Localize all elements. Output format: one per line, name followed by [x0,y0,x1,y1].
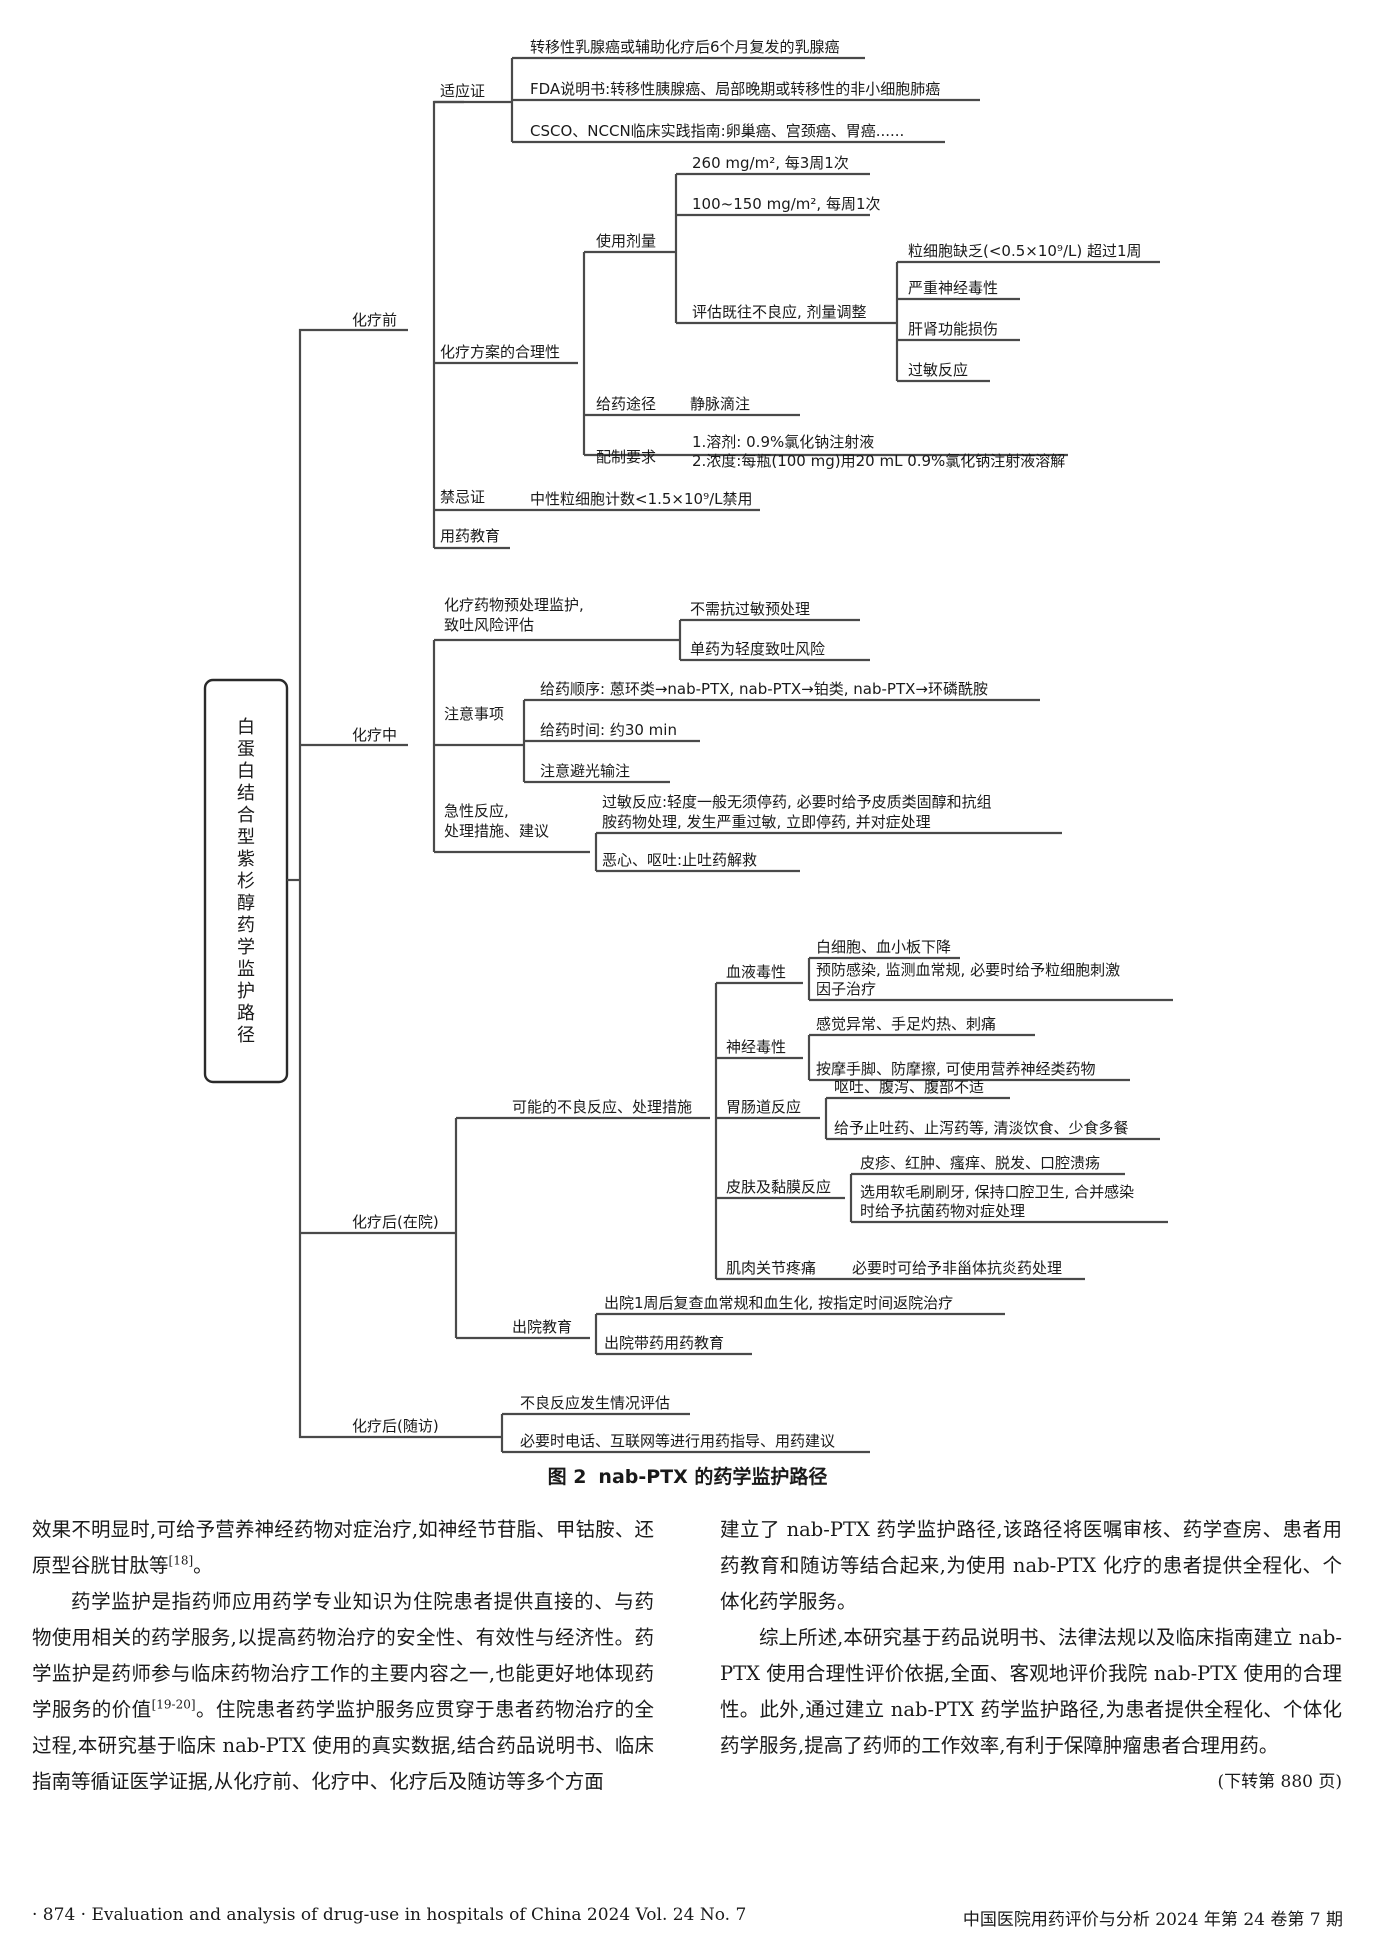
discharge-label: 出院教育 [512,1318,572,1336]
skin-label: 皮肤及黏膜反应 [726,1178,831,1196]
adjust-item-2: 严重神经毒性 [908,279,998,297]
indication-item-2: FDA说明书:转移性胰腺癌、局部晚期或转移性的非小细胞肺癌 [530,80,940,98]
gi-label: 胃肠道反应 [726,1098,801,1116]
monitoring-pathway-diagram: 白蛋白结合型紫杉醇药学监护路径 [203,38,1173,1454]
acute-allergy-1: 过敏反应:轻度一般无须停药, 必要时给予皮质类固醇和抗组 [602,793,992,811]
root-title-char: 型 [237,827,255,848]
premed-line-2: 致吐风险评估 [444,616,534,634]
notes-label: 注意事项 [444,705,504,723]
discharge-item-1: 出院1周后复查血常规和血生化, 按指定时间返院治疗 [604,1294,953,1312]
skin-b-1: 选用软毛刷刷牙, 保持口腔卫生, 合并感染 [860,1183,1134,1201]
left-paragraph-2: 药学监护是指药师应用药学专业知识为住院患者提供直接的、与药物使用相关的药学服务,… [32,1584,654,1800]
notes-item-1: 给药顺序: 蒽环类→nab-PTX, nab-PTX→铂类, nab-PTX→环… [540,680,988,698]
right-paragraph-2: 综上所述,本研究基于药品说明书、法律法规以及临床指南建立 nab-PTX 使用合… [720,1626,1342,1757]
body-text-right-column: 建立了 nab-PTX 药学监护路径,该路径将医嘱审核、药学查房、患者用药教育和… [720,1512,1342,1800]
root-title-char: 合 [237,805,255,826]
dose-item-1: 260 mg/m², 每3周1次 [692,154,849,172]
skin-a: 皮疹、红肿、瘙痒、脱发、口腔溃疡 [860,1154,1100,1172]
footer-right: 中国医院用药评价与分析 2024 年第 24 卷第 7 期 [962,1910,1343,1930]
right-paragraph-1: 建立了 nab-PTX 药学监护路径,该路径将医嘱审核、药学查房、患者用药教育和… [720,1518,1342,1613]
left-paragraph-1: 效果不明显时,可给予营养神经药物对症治疗,如神经节苷脂、甲钴胺、还原型谷胱甘肽等… [32,1512,654,1584]
left-p1-text: 效果不明显时,可给予营养神经药物对症治疗,如神经节苷脂、甲钴胺、还原型谷胱甘肽等 [32,1518,654,1577]
footer-left: · 874 · Evaluation and analysis of drug-… [32,1905,747,1925]
contra-value: 中性粒细胞计数<1.5×10⁹/L禁用 [530,490,753,508]
prep-line-1: 1.溶剂: 0.9%氯化钠注射液 [692,433,874,451]
dose-item-2: 100~150 mg/m², 每周1次 [692,195,881,213]
acute-nausea: 恶心、呕吐:止吐药解救 [602,851,757,869]
adverse-label: 可能的不良反应、处理措施 [512,1098,692,1116]
education-label: 用药教育 [440,527,500,545]
prep-line-2: 2.浓度:每瓶(100 mg)用20 mL 0.9%氯化钠注射液溶解 [692,452,1065,470]
root-title-char: 白 [237,717,255,738]
pre-spine [432,100,464,548]
figure-title: nab-PTX 的药学监护路径 [598,1466,828,1488]
adjust-item-1: 粒细胞缺乏(<0.5×10⁹/L) 超过1周 [908,242,1142,260]
adjust-item-3: 肝肾功能损伤 [908,320,998,338]
root-title-char: 结 [237,783,255,804]
blood-b-2: 因子治疗 [816,980,876,998]
level1-spine [298,328,350,1439]
indication-label: 适应证 [440,82,485,100]
skin-b-2: 时给予抗菌药物对症处理 [860,1202,1025,1220]
root-title-char: 护 [237,981,255,1002]
nerve-b: 按摩手脚、防摩擦, 可使用营养神经类药物 [816,1060,1096,1078]
reference-18: [18] [168,1553,194,1568]
route-value: 静脉滴注 [690,395,750,413]
root-title-char: 杉 [237,871,255,892]
root-title-char: 学 [237,937,255,958]
adjust-label: 评估既往不良应, 剂量调整 [692,303,867,321]
premed-item-2: 单药为轻度致吐风险 [690,640,825,658]
route-label: 给药途径 [596,395,656,413]
follow-label: 化疗后(随访) [352,1417,439,1435]
regimen-label: 化疗方案的合理性 [440,343,560,361]
muscle-label: 肌肉关节疼痛 [726,1259,816,1277]
root-title-char: 蛋 [237,739,255,760]
root-title-char: 醇 [237,893,255,914]
nerve-a: 感觉异常、手足灼热、刺痛 [816,1015,996,1033]
notes-item-3: 注意避光输注 [540,762,630,780]
acute-allergy-2: 胺药物处理, 发生严重过敏, 立即停药, 并对症处理 [602,813,931,831]
body-text-left-column: 效果不明显时,可给予营养神经药物对症治疗,如神经节苷脂、甲钴胺、还原型谷胱甘肽等… [32,1512,654,1800]
left-p1-end: 。 [193,1554,213,1577]
post-label: 化疗后(在院) [352,1213,439,1231]
reference-19-20: [19-20] [151,1697,196,1712]
root-title-char: 径 [237,1025,255,1046]
root-title: 白蛋白结合型紫杉醇药学监护路径 [237,717,255,1046]
blood-b-1: 预防感染, 监测血常规, 必要时给予粒细胞刺激 [816,961,1120,979]
notes-item-2: 给药时间: 约30 min [540,721,677,739]
dose-label: 使用剂量 [596,232,656,250]
figure-number: 图 2 [547,1466,587,1488]
muscle-value: 必要时可给予非甾体抗炎药处理 [852,1259,1062,1277]
gi-a: 呕吐、腹泻、腹部不适 [834,1078,984,1096]
gi-b: 给予止吐药、止泻药等, 清淡饮食、少食多餐 [834,1119,1129,1137]
pre-label: 化疗前 [352,311,397,329]
prep-label: 配制要求 [596,448,656,466]
left-p2-text-a: 药学监护是指药师应用药学专业知识为住院患者提供直接的、与药物使用相关的药学服务,… [32,1590,654,1721]
during-label: 化疗中 [352,726,397,744]
nerve-label: 神经毒性 [726,1038,786,1056]
follow-item-1: 不良反应发生情况评估 [520,1394,670,1412]
acute-line-2: 处理措施、建议 [444,822,549,840]
root-title-char: 路 [237,1003,255,1024]
root-title-char: 白 [237,761,255,782]
figure-caption: 图 2 nab-PTX 的药学监护路径 [0,1462,1375,1489]
discharge-item-2: 出院带药用药教育 [604,1334,724,1352]
indication-item-3: CSCO、NCCN临床实践指南:卵巢癌、宫颈癌、胃癌...... [530,122,904,140]
root-title-char: 监 [237,959,255,980]
acute-line-1: 急性反应, [444,802,509,820]
premed-item-1: 不需抗过敏预处理 [690,600,810,618]
premed-line-1: 化疗药物预处理监护, [444,596,584,614]
blood-a: 白细胞、血小板下降 [816,938,951,956]
indication-item-1: 转移性乳腺癌或辅助化疗后6个月复发的乳腺癌 [530,38,840,56]
contra-label: 禁忌证 [440,488,485,506]
blood-label: 血液毒性 [726,963,786,981]
adjust-item-4: 过敏反应 [908,361,968,379]
left-p2-text-b: 。住院患者药学监护服务应贯穿于患者药物治疗的全过程,本研究基于临床 nab-PT… [32,1698,654,1793]
continued-note: (下转第 880 页) [1217,1772,1342,1792]
root-title-char: 紫 [237,849,255,870]
root-title-char: 药 [237,915,255,936]
follow-item-2: 必要时电话、互联网等进行用药指导、用药建议 [520,1432,835,1450]
